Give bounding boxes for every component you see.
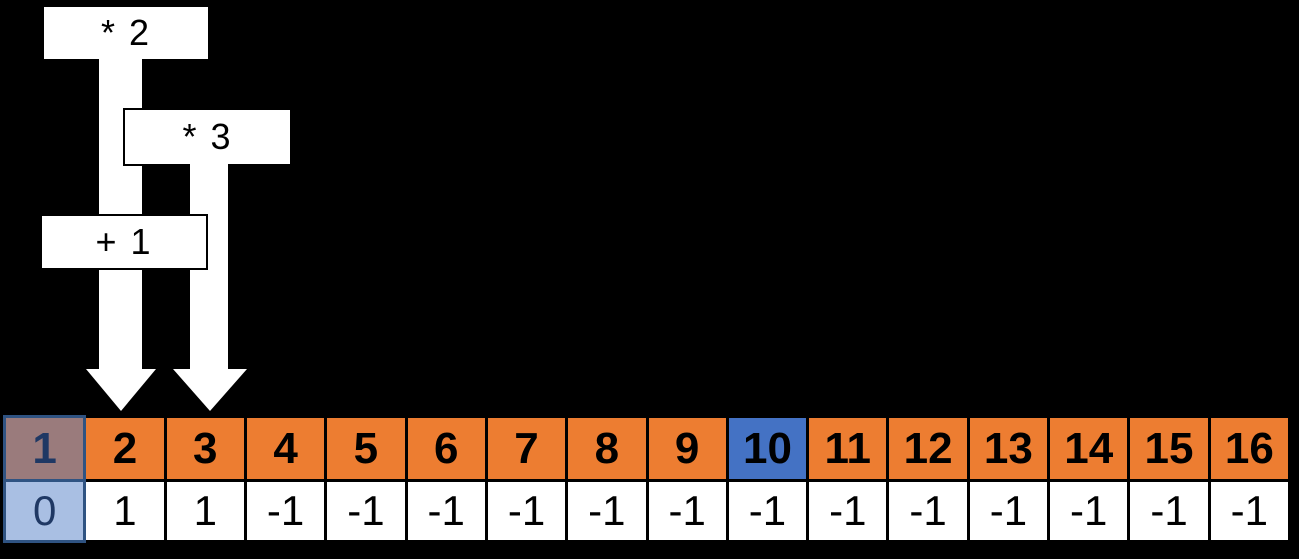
down-arrow-1-head-icon xyxy=(86,369,156,411)
index-cell-11: 11 xyxy=(806,415,890,482)
value-cell-6: -1 xyxy=(404,479,488,543)
operation-box-multiply-2: * 2 xyxy=(42,5,210,61)
index-cell-1: 1 xyxy=(2,415,87,482)
index-cell-6: 6 xyxy=(404,415,488,482)
value-cell-13: -1 xyxy=(966,479,1051,543)
index-cell-14: 14 xyxy=(1047,415,1131,482)
index-cell-13: 13 xyxy=(966,415,1051,482)
value-cell-8: -1 xyxy=(565,479,649,543)
value-cell-9: -1 xyxy=(645,479,729,543)
value-cell-14: -1 xyxy=(1047,479,1131,543)
value-cell-3: 1 xyxy=(163,479,247,543)
index-cell-5: 5 xyxy=(324,415,408,482)
value-cell-12: -1 xyxy=(886,479,970,543)
index-cell-7: 7 xyxy=(484,415,569,482)
index-cell-9: 9 xyxy=(645,415,729,482)
index-cell-10: 10 xyxy=(725,415,810,482)
value-cell-5: -1 xyxy=(324,479,408,543)
operation-label-add-1: + 1 xyxy=(95,221,153,262)
operation-box-multiply-3: * 3 xyxy=(123,108,292,166)
value-cell-10: -1 xyxy=(725,479,810,543)
value-cell-15: -1 xyxy=(1127,479,1211,543)
operation-label-multiply-3: * 3 xyxy=(182,116,233,157)
index-cell-15: 15 xyxy=(1127,415,1211,482)
index-cell-4: 4 xyxy=(243,415,328,482)
index-cell-12: 12 xyxy=(886,415,970,482)
value-cell-11: -1 xyxy=(806,479,890,543)
value-cell-1: 0 xyxy=(2,479,87,543)
operation-box-add-1: + 1 xyxy=(40,214,208,270)
value-cell-4: -1 xyxy=(243,479,328,543)
index-cell-2: 2 xyxy=(83,415,167,482)
value-cell-7: -1 xyxy=(484,479,569,543)
index-cell-8: 8 xyxy=(565,415,649,482)
down-arrow-2-head-icon xyxy=(173,369,247,411)
operation-label-multiply-2: * 2 xyxy=(100,12,152,53)
index-cell-3: 3 xyxy=(163,415,247,482)
value-cell-16: -1 xyxy=(1207,479,1292,543)
value-cell-2: 1 xyxy=(83,479,167,543)
index-cell-16: 16 xyxy=(1207,415,1292,482)
